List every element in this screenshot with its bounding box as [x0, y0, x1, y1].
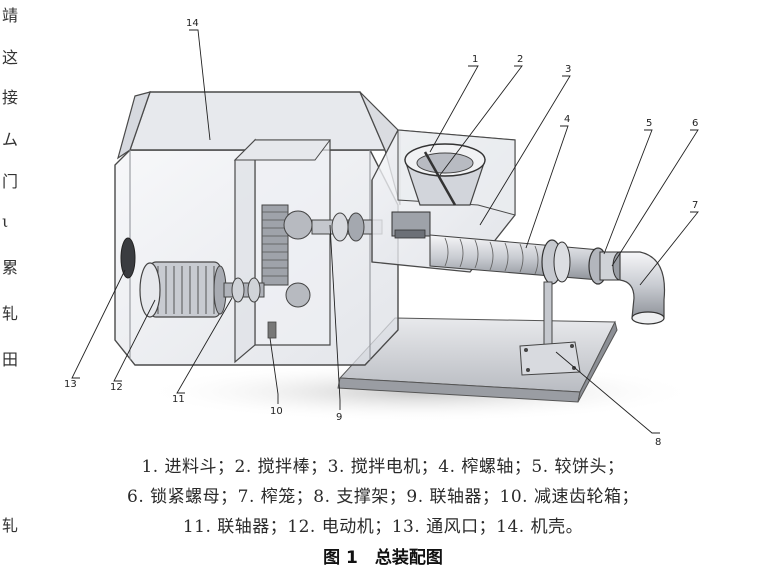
stirring-rod [423, 151, 457, 206]
motor-coupling [223, 277, 265, 303]
edge-text: 累 [2, 258, 19, 277]
part-label: 6 [692, 118, 698, 129]
shaft-coupling [311, 212, 383, 242]
part-label: 1 [472, 54, 478, 65]
part-label: 13 [64, 379, 77, 390]
part-label: 10 [270, 406, 283, 417]
caption-line: 6. 锁紧螺母；7. 榨笼；8. 支撑架；9. 联轴器；10. 减速齿轮箱； [127, 487, 639, 507]
part-labels: 1 2 3 4 5 6 7 8 9 10 11 12 13 14 [64, 18, 698, 448]
edge-text: 田 [2, 350, 19, 369]
outlet-opening [631, 311, 665, 325]
assembly-diagram: 1 2 3 4 5 6 7 8 9 10 11 12 13 14 [64, 18, 700, 448]
reduction-gearbox [233, 138, 331, 364]
edge-text: ム [2, 130, 19, 149]
part-label: 11 [172, 394, 185, 405]
feed-hopper [404, 143, 486, 206]
edge-text: 接 [2, 88, 19, 107]
part-label: 3 [565, 64, 571, 75]
part-label: 9 [336, 412, 342, 423]
edge-text: 靖 [2, 6, 19, 25]
ventilation-port [120, 237, 136, 279]
caption-line: 11. 联轴器；12. 电动机；13. 通风口；14. 机壳。 [182, 517, 584, 537]
figure-title: 图 1 总装配图 [323, 548, 443, 568]
leader-lines [71, 29, 699, 434]
press-screw-shaft [429, 234, 601, 281]
caption-line: 1. 进料斗；2. 搅拌棒；3. 搅拌电机；4. 榨螺轴；5. 较饼头； [141, 457, 625, 477]
edge-text: ι [2, 212, 9, 231]
edge-text: 这 [2, 48, 19, 67]
part-label: 2 [517, 54, 523, 65]
part-label: 8 [655, 437, 661, 448]
pressing-cage-ring [541, 239, 571, 285]
edge-text: 轧 [2, 516, 19, 535]
edge-text: 门 [2, 172, 19, 191]
part-label: 4 [564, 114, 570, 125]
edge-text: 轧 [2, 304, 19, 323]
part-label: 7 [692, 200, 698, 211]
part-label: 12 [110, 382, 123, 393]
part-label: 14 [186, 18, 199, 29]
electric-motor [139, 261, 227, 318]
stirring-motor [391, 211, 431, 239]
part-label: 5 [646, 118, 652, 129]
